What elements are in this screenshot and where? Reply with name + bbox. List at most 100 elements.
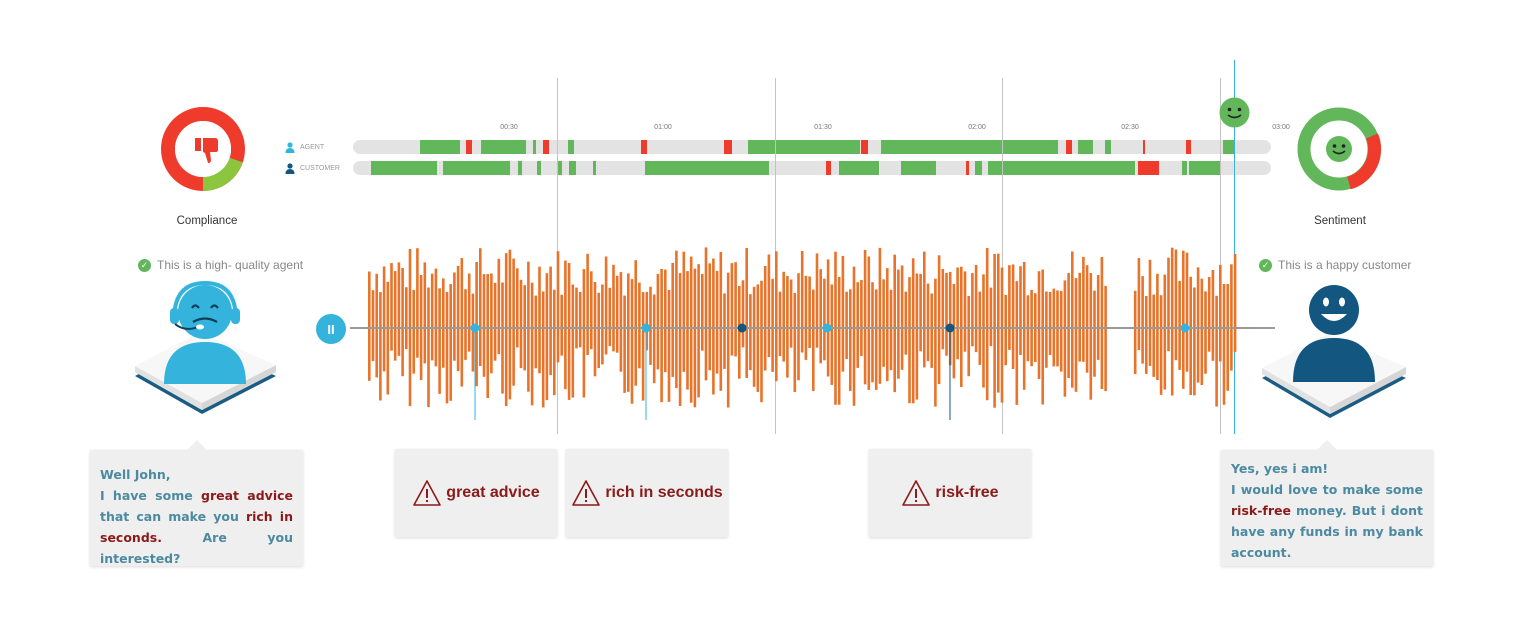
customer-happy-text: This is a happy customer xyxy=(1278,258,1412,272)
waveform-bar xyxy=(460,258,464,387)
waveform-bar xyxy=(449,284,452,401)
waveform-bar xyxy=(442,278,445,368)
playhead-smiley-icon[interactable] xyxy=(1219,97,1250,128)
waveform-bar xyxy=(701,274,704,351)
waveform-bar xyxy=(678,273,682,406)
waveform-bar xyxy=(923,251,926,368)
waveform-bar xyxy=(693,268,697,408)
waveform-bar xyxy=(556,251,560,363)
waveform-bar xyxy=(715,270,719,374)
sentiment-segment xyxy=(518,161,522,175)
waveform-bar xyxy=(1163,274,1167,390)
waveform-bar xyxy=(1063,280,1067,397)
waveform-bar xyxy=(1233,254,1237,352)
sentiment-segment xyxy=(481,140,526,154)
keyword-marker[interactable] xyxy=(822,323,832,333)
waveform-bar xyxy=(985,248,989,401)
waveform-bar xyxy=(815,253,819,348)
waveform-bar xyxy=(627,273,630,392)
waveform-bar xyxy=(830,284,834,385)
waveform-bar xyxy=(1019,266,1022,355)
waveform-bar xyxy=(1159,295,1163,395)
alert-rich-in-seconds[interactable]: rich in seconds xyxy=(566,449,728,537)
waveform-bar xyxy=(516,268,519,348)
waveform-bar xyxy=(423,262,427,364)
waveform-bar xyxy=(619,272,623,372)
legend-agent: AGENT xyxy=(285,142,324,153)
waveform-bar xyxy=(578,291,582,348)
sentiment-segment xyxy=(641,140,647,154)
waveform-bar xyxy=(508,249,512,400)
waveform-bar xyxy=(527,261,530,392)
waveform-bar xyxy=(800,251,804,353)
waveform-bar xyxy=(1074,278,1078,392)
keyword-marker[interactable] xyxy=(641,323,651,333)
sentiment-segment xyxy=(1186,140,1191,154)
waveform-bar xyxy=(1211,270,1215,361)
waveform-bar xyxy=(401,268,404,377)
time-tick: 02:00 xyxy=(968,124,986,131)
waveform-bar xyxy=(1193,287,1196,396)
sentiment-segment xyxy=(748,140,860,154)
waveform-bar xyxy=(1000,267,1004,403)
waveform-bar xyxy=(682,251,686,372)
waveform-bar xyxy=(797,273,800,381)
keyword-marker[interactable] xyxy=(470,323,480,333)
sentiment-segment xyxy=(1189,161,1221,175)
waveform-bar xyxy=(997,253,1000,393)
waveform-bar xyxy=(878,247,882,384)
waveform-bar xyxy=(1152,294,1155,377)
sentiment-segment xyxy=(881,140,1058,154)
waveform-bar xyxy=(911,258,915,404)
waveform-bar xyxy=(564,260,567,390)
alert-great-advice[interactable]: great advice xyxy=(395,449,557,537)
waveform-bar xyxy=(1207,277,1211,352)
waveform-bar xyxy=(856,282,859,368)
legend-customer-label: CUSTOMER xyxy=(300,165,340,172)
waveform-bar xyxy=(960,266,963,387)
agent-avatar xyxy=(130,280,280,430)
waveform-bar xyxy=(1045,291,1048,368)
waveform-bar xyxy=(490,273,493,374)
legend-customer: CUSTOMER xyxy=(285,163,340,174)
waveform-bar xyxy=(1222,284,1226,405)
keyword-marker[interactable] xyxy=(945,323,955,333)
alert-label: great advice xyxy=(446,484,540,501)
waveform-bar xyxy=(397,262,401,356)
sentiment-segment xyxy=(988,161,1135,175)
pause-button[interactable]: II xyxy=(316,314,346,344)
time-gridline xyxy=(1220,78,1221,434)
alert-risk-free[interactable]: risk-free xyxy=(869,449,1031,537)
waveform-bar xyxy=(823,278,826,361)
customer-person-icon xyxy=(285,163,295,174)
waveform-bar xyxy=(712,258,715,395)
waveform-bar xyxy=(623,295,626,393)
sentiment-segment xyxy=(371,161,437,175)
waveform-bar xyxy=(719,251,723,391)
keyword-marker[interactable] xyxy=(1180,323,1190,333)
time-tick: 00:30 xyxy=(500,124,518,131)
waveform-bar xyxy=(782,271,785,362)
warning-icon xyxy=(572,480,601,506)
waveform-bar xyxy=(553,289,556,396)
agent-speech-greeting: Well John, xyxy=(100,467,171,482)
sentiment-segment xyxy=(557,161,562,175)
sentiment-label: Sentiment xyxy=(1314,215,1366,227)
sentiment-segment xyxy=(724,140,732,154)
waveform-bar xyxy=(656,274,660,370)
waveform-bar xyxy=(734,262,737,357)
waveform-bar xyxy=(382,266,386,372)
keyword-marker[interactable] xyxy=(737,323,747,333)
sentiment-segment xyxy=(569,161,576,175)
waveform-bar xyxy=(1230,264,1233,371)
sentiment-segment xyxy=(593,161,596,175)
waveform-bar xyxy=(482,274,486,377)
audio-waveform[interactable] xyxy=(340,240,1280,420)
time-tick: 03:00 xyxy=(1272,124,1290,131)
waveform-bar xyxy=(763,266,767,371)
waveform-bar xyxy=(689,256,693,403)
waveform-bar xyxy=(1148,259,1152,366)
waveform-bar xyxy=(1156,273,1159,380)
sentiment-segment xyxy=(645,161,769,175)
sentiment-segment xyxy=(1143,140,1145,154)
